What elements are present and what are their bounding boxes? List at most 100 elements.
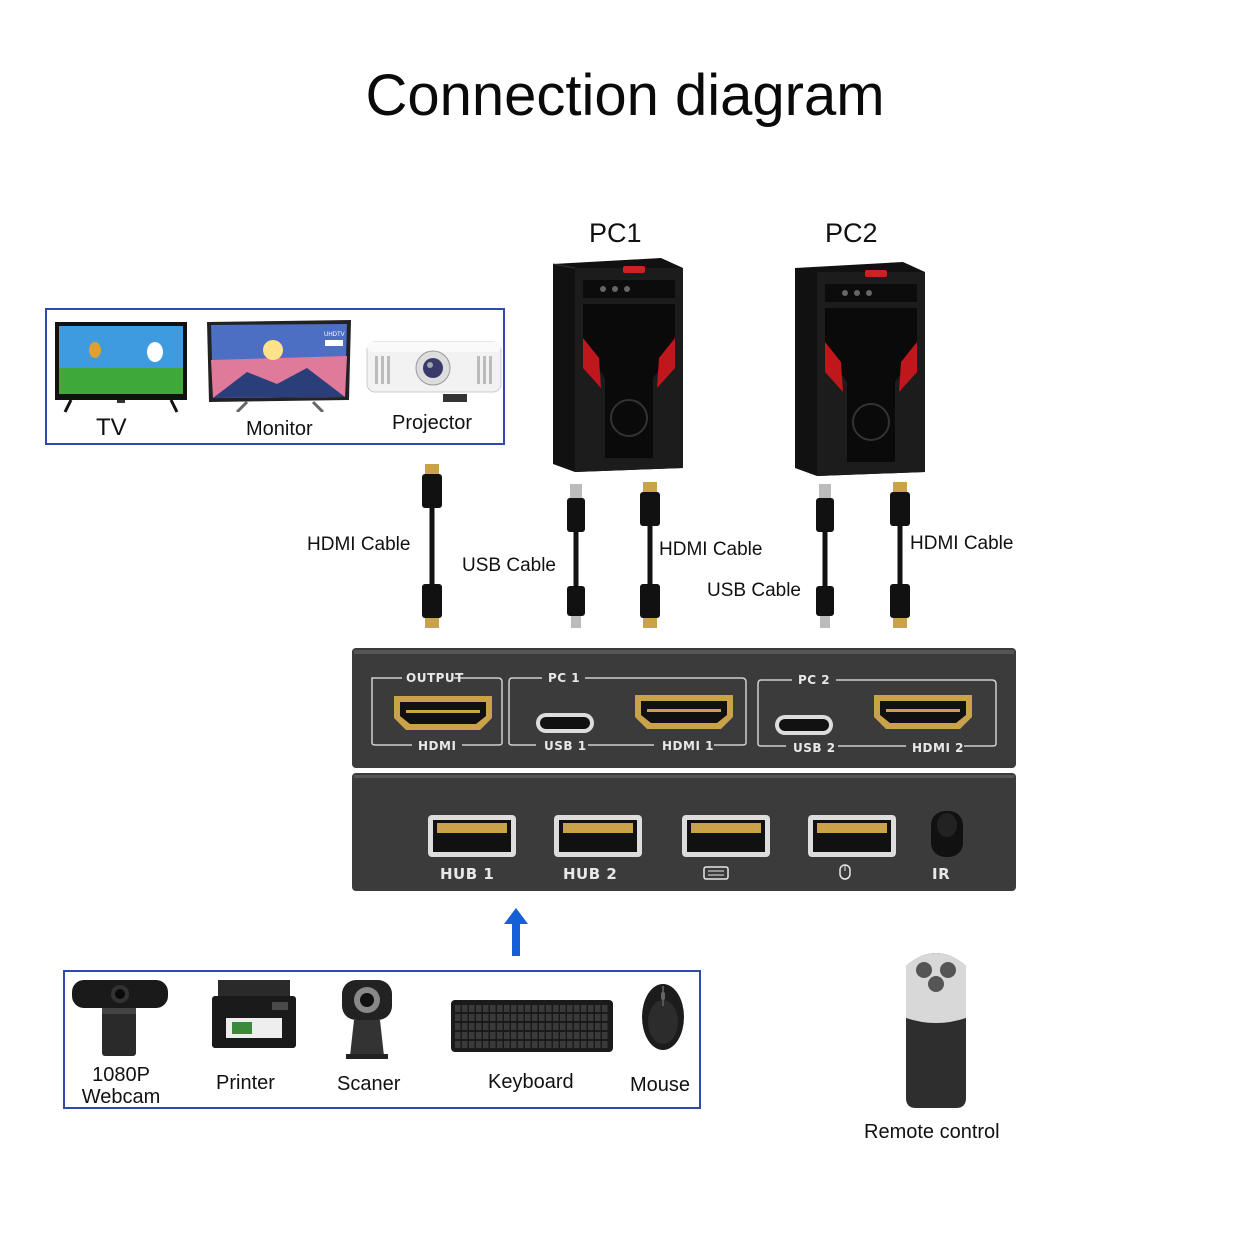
- keyboard-key: [511, 1041, 517, 1048]
- pc2-hdmi-port[interactable]: [874, 695, 972, 729]
- keyboard-key: [595, 1014, 601, 1021]
- pc2-label: PC2: [825, 218, 878, 248]
- keyboard-key: [532, 1023, 538, 1030]
- output-hdmi-cable-label: HDMI Cable: [307, 534, 411, 555]
- remote-control-label: Remote control: [864, 1121, 1000, 1143]
- keyboard-key: [588, 1032, 594, 1039]
- pc2-hdmi-cable: [890, 482, 910, 628]
- keyboard-key: [483, 1014, 489, 1021]
- pc1-hdmi-port[interactable]: [635, 695, 733, 729]
- keyboard-usb-port[interactable]: [682, 815, 770, 857]
- keyboard-key: [504, 1032, 510, 1039]
- hub2-usb-port[interactable]: [554, 815, 642, 857]
- keyboard-key: [497, 1041, 503, 1048]
- keyboard-key: [490, 1023, 496, 1030]
- pc2-usb-cable: [816, 484, 834, 628]
- keyboard-key: [532, 1005, 538, 1012]
- keyboard-key: [483, 1023, 489, 1030]
- keyboard-key: [483, 1032, 489, 1039]
- kvm-back-panel: HUB 1 HUB 2 IR: [352, 773, 1016, 896]
- webcam-label: 1080P Webcam: [81, 1064, 161, 1108]
- mouse-icon: [839, 864, 851, 880]
- keyboard-key: [602, 1023, 608, 1030]
- keyboard-key: [518, 1023, 524, 1030]
- keyboard-key: [595, 1032, 601, 1039]
- mouse-device-icon: [640, 982, 686, 1052]
- hub1-usb-port[interactable]: [428, 815, 516, 857]
- keyboard-key: [469, 1023, 475, 1030]
- tv-label: TV: [96, 414, 127, 441]
- keyboard-key: [602, 1032, 608, 1039]
- keyboard-key: [539, 1023, 545, 1030]
- keyboard-key: [560, 1005, 566, 1012]
- ir-receiver: [931, 811, 963, 857]
- mouse-label: Mouse: [630, 1074, 691, 1096]
- keyboard-key: [602, 1005, 608, 1012]
- keyboard-key: [518, 1005, 524, 1012]
- tv-icon: [55, 322, 187, 414]
- uhdtv-badge: UHDTV: [324, 332, 345, 338]
- keyboard-key: [497, 1032, 503, 1039]
- keyboard-icon: [703, 866, 729, 880]
- output-group-label: OUTPUT: [406, 671, 464, 685]
- keyboard-key: [455, 1023, 461, 1030]
- keyboard-key: [574, 1032, 580, 1039]
- keyboard-key: [497, 1014, 503, 1021]
- keyboard-key: [525, 1005, 531, 1012]
- keyboard-key: [504, 1014, 510, 1021]
- projector-label: Projector: [392, 412, 473, 434]
- mouse-usb-port[interactable]: [808, 815, 896, 857]
- keyboard-key: [588, 1005, 594, 1012]
- keyboard-key: [539, 1032, 545, 1039]
- keyboard-key: [483, 1041, 489, 1048]
- keyboard-key: [469, 1041, 475, 1048]
- keyboard-key: [546, 1014, 552, 1021]
- pc1-tower-icon: [553, 258, 683, 472]
- keyboard-device-icon: [451, 1000, 613, 1052]
- keyboard-key: [581, 1023, 587, 1030]
- usb2-port-label: USB 2: [793, 741, 836, 755]
- keyboard-key: [539, 1041, 545, 1048]
- keyboard-key: [567, 1041, 573, 1048]
- keyboard-key: [567, 1005, 573, 1012]
- ir-port-label: IR: [932, 865, 950, 883]
- keyboard-key: [469, 1005, 475, 1012]
- keyboard-key: [476, 1023, 482, 1030]
- keyboard-key: [574, 1014, 580, 1021]
- keyboard-label: Keyboard: [488, 1071, 574, 1093]
- keyboard-key: [511, 1023, 517, 1030]
- keyboard-key: [588, 1023, 594, 1030]
- cables-layer: [422, 464, 910, 628]
- keyboard-key: [574, 1005, 580, 1012]
- keyboard-key: [483, 1005, 489, 1012]
- usb2-port[interactable]: [775, 715, 833, 735]
- scanner-label: Scaner: [337, 1073, 401, 1095]
- keyboard-key: [504, 1005, 510, 1012]
- pc2-usb-cable-label: USB Cable: [707, 580, 801, 601]
- hub2-port-label: HUB 2: [563, 865, 617, 883]
- keyboard-key: [462, 1023, 468, 1030]
- hdmi2-port-label: HDMI 2: [912, 741, 964, 755]
- keyboard-key: [553, 1005, 559, 1012]
- keyboard-key: [518, 1041, 524, 1048]
- keyboard-key: [532, 1041, 538, 1048]
- projector-icon: [365, 334, 503, 406]
- output-hdmi-port[interactable]: [394, 696, 492, 730]
- keyboard-key: [532, 1032, 538, 1039]
- keyboard-key: [546, 1005, 552, 1012]
- up-arrow-icon: [504, 908, 528, 961]
- usb1-port[interactable]: [536, 713, 594, 733]
- keyboard-key: [462, 1005, 468, 1012]
- keyboard-key: [574, 1023, 580, 1030]
- keyboard-key: [511, 1005, 517, 1012]
- keyboard-key: [455, 1005, 461, 1012]
- keyboard-key: [455, 1041, 461, 1048]
- keyboard-key: [469, 1014, 475, 1021]
- keyboard-key: [581, 1014, 587, 1021]
- webcam-icon: [72, 978, 170, 1058]
- keyboard-key: [595, 1023, 601, 1030]
- monitor-label: Monitor: [246, 418, 313, 440]
- keyboard-key: [476, 1041, 482, 1048]
- keyboard-key: [476, 1014, 482, 1021]
- keyboard-key: [469, 1032, 475, 1039]
